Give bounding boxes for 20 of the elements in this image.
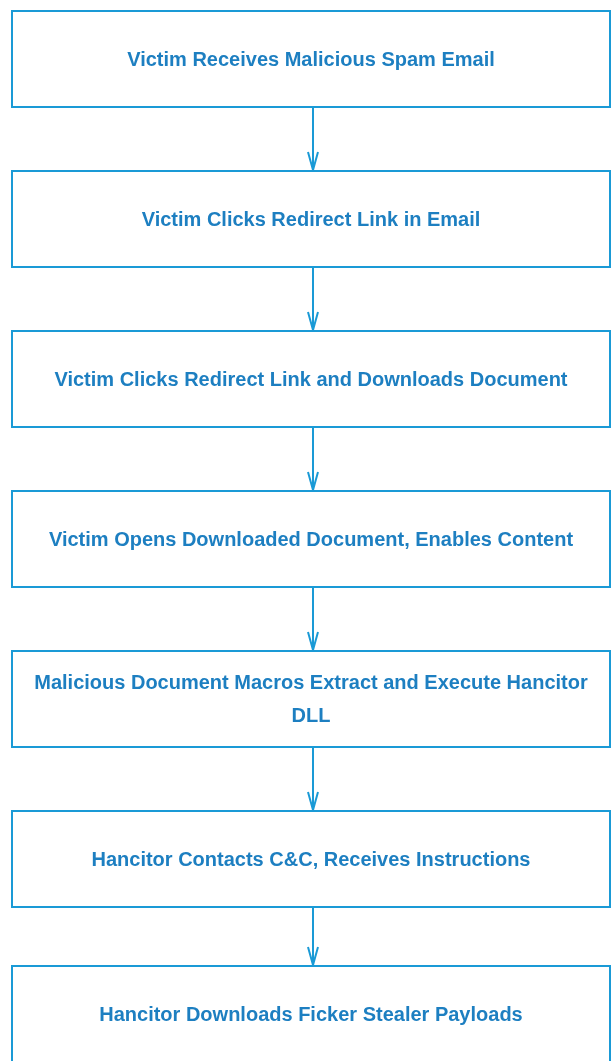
step-text: Victim Receives Malicious Spam Email xyxy=(126,46,496,72)
process-box xyxy=(11,170,611,268)
step-text: Victim Clicks Redirect Link and Downloads Document xyxy=(53,366,569,392)
process-box xyxy=(11,10,611,108)
step-text: Victim Clicks Redirect Link in Email xyxy=(140,206,482,232)
process-box xyxy=(11,490,611,588)
process-box xyxy=(11,650,611,748)
arrow xyxy=(307,267,319,331)
process-box xyxy=(11,965,611,1061)
arrow xyxy=(307,427,319,491)
step-text: Victim Opens Downloaded Document, Enables Content xyxy=(47,526,575,552)
arrow xyxy=(307,907,319,966)
step-text: Hancitor Downloads Ficker Stealer Payloads xyxy=(98,1001,524,1027)
step-text: Malicious Document Macros Extract and Execute Hancitor DLL xyxy=(33,670,589,728)
process-box xyxy=(11,330,611,428)
step-text: Hancitor Contacts C&C, Receives Instructions xyxy=(90,846,532,872)
arrow xyxy=(307,747,319,811)
process-box xyxy=(11,810,611,908)
arrow xyxy=(307,107,319,171)
arrow xyxy=(307,587,319,651)
